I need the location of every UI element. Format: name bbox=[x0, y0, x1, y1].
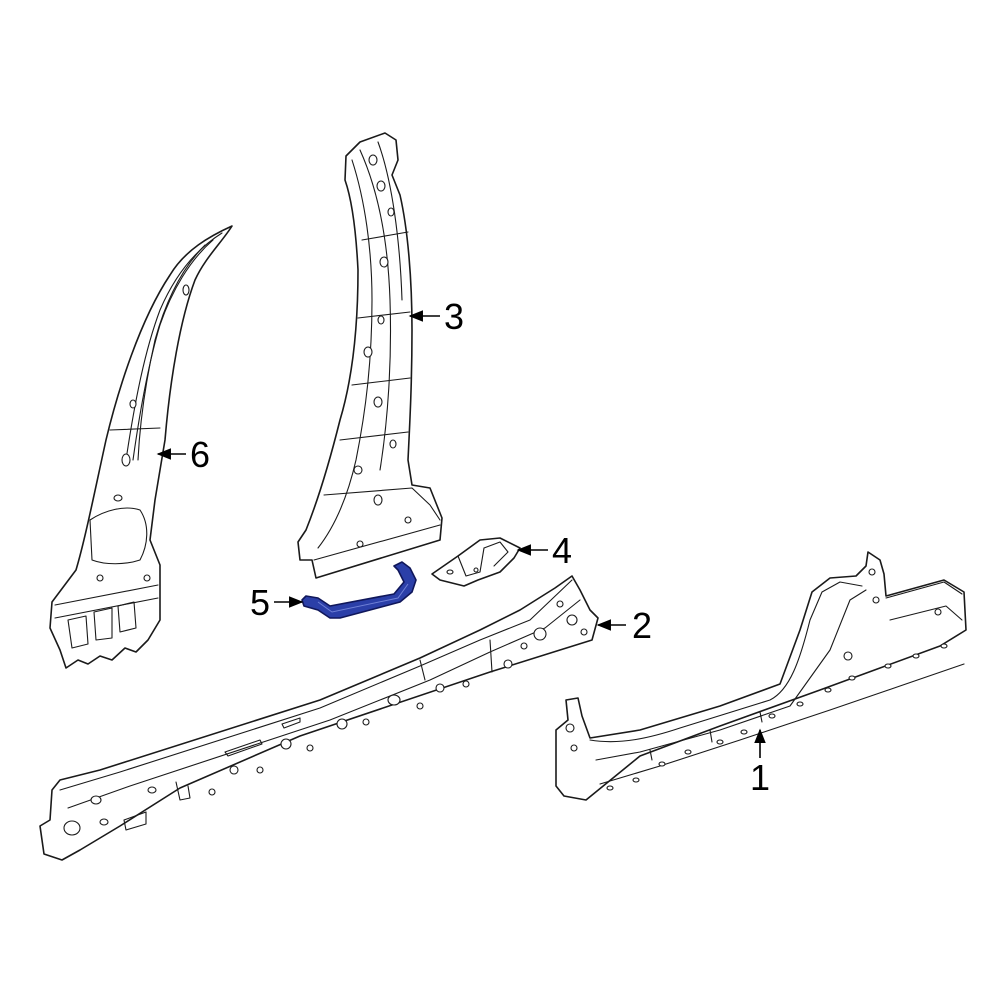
part-6-a-pillar[interactable] bbox=[49, 225, 233, 669]
part-1-rocker-reinforcement[interactable] bbox=[555, 551, 967, 801]
callout-number-1: 1 bbox=[750, 757, 770, 798]
part-5-reinforcement-bar[interactable] bbox=[301, 561, 417, 619]
callout-labels: 1 2 3 4 5 6 bbox=[190, 296, 770, 798]
callout-number-4: 4 bbox=[552, 530, 572, 571]
part-3-center-pillar[interactable] bbox=[297, 132, 443, 579]
callout-number-6: 6 bbox=[190, 434, 210, 475]
part-2-inner-rocker[interactable] bbox=[39, 575, 599, 861]
callout-number-2: 2 bbox=[632, 605, 652, 646]
callout-number-3: 3 bbox=[444, 296, 464, 337]
callout-leaders bbox=[156, 310, 766, 758]
part-4-bracket[interactable] bbox=[431, 537, 521, 587]
callout-number-5: 5 bbox=[250, 582, 270, 623]
